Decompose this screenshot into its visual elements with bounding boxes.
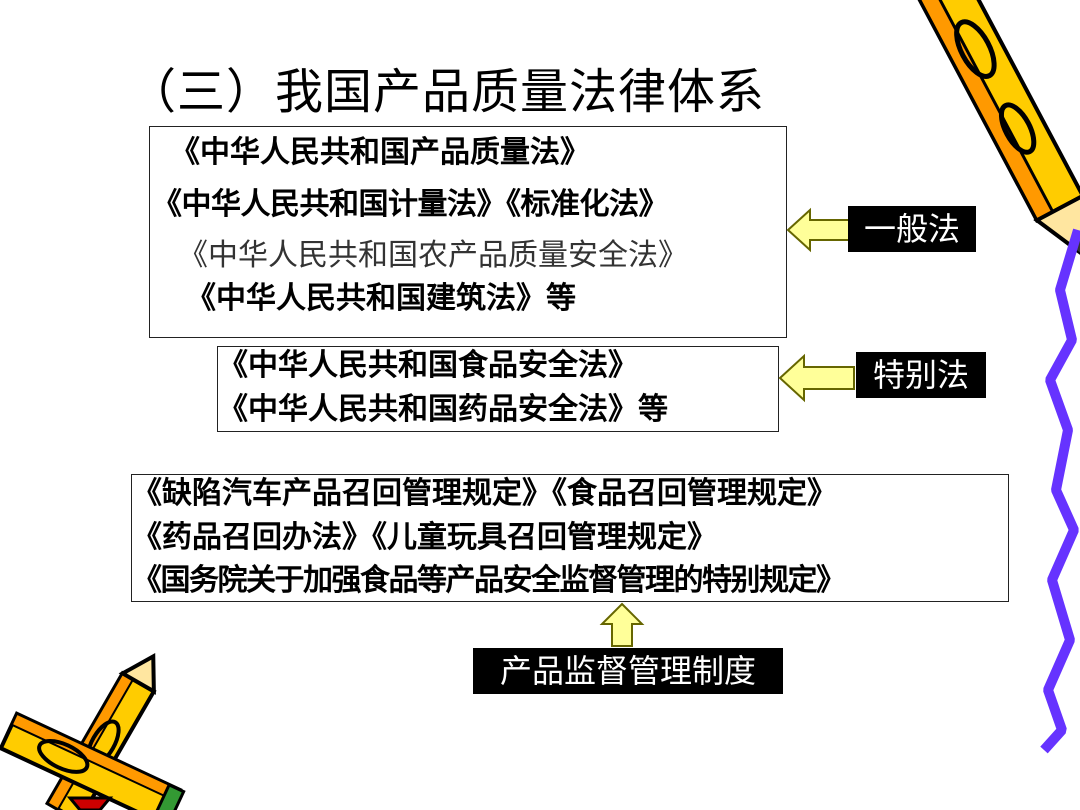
arrow-left-general-icon (786, 207, 853, 253)
general-law-line-4: 《中华人民共和国建筑法》等 (186, 281, 576, 316)
general-law-line-3: 《中华人民共和国农产品质量安全法》 (178, 238, 688, 273)
general-law-line-2: 《中华人民共和国计量法》《标准化法》 (152, 187, 669, 222)
supervision-box (131, 474, 1009, 602)
arrow-left-special-icon (778, 353, 855, 403)
supervision-line-1: 《缺陷汽车产品召回管理规定》《食品召回管理规定》 (132, 476, 837, 511)
special-law-box (217, 346, 779, 432)
general-law-label: 一般法 (848, 206, 976, 252)
special-law-line-1: 《中华人民共和国食品安全法》 (218, 348, 638, 383)
wavy-line-decoration (1040, 228, 1080, 754)
special-law-line-2: 《中华人民共和国药品安全法》等 (218, 392, 668, 427)
supervision-label: 产品监督管理制度 (473, 648, 783, 694)
supervision-line-3: 《国务院关于加强食品等产品安全监督管理的特别规定》 (132, 563, 846, 598)
general-law-box (149, 126, 787, 338)
general-law-line-1: 《中华人民共和国产品质量法》 (170, 135, 590, 170)
pencils-bottom-left-icon (0, 653, 186, 810)
arrow-up-supervision-icon (599, 602, 645, 647)
pencil-top-right-icon (916, 0, 1080, 261)
page-title: （三）我国产品质量法律体系 (128, 64, 766, 120)
supervision-line-2: 《药品召回办法》《儿童玩具召回管理规定》 (132, 520, 717, 555)
special-law-label: 特别法 (856, 352, 986, 398)
